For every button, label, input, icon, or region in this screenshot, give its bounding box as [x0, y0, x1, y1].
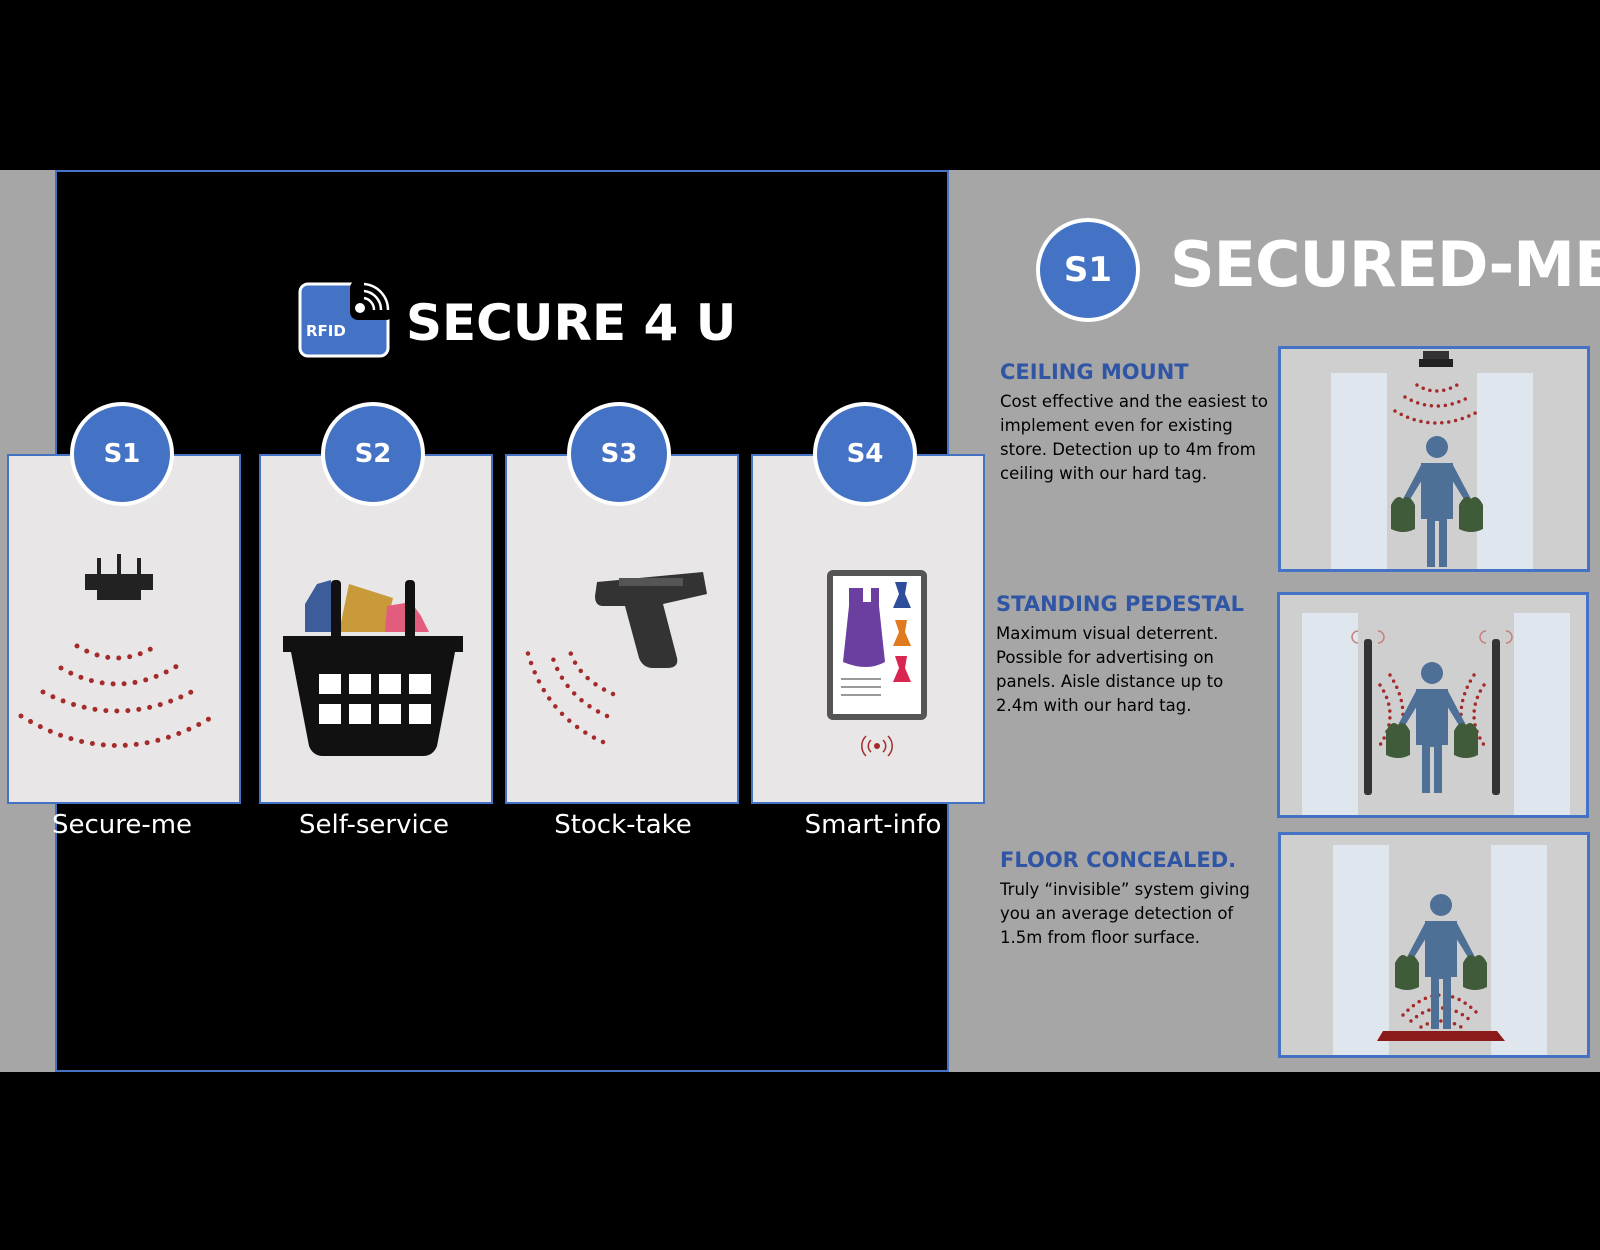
- detail-badge: S1: [1036, 218, 1140, 322]
- feature-title-standing-pedestal: STANDING PEDESTAL: [996, 592, 1244, 616]
- floor-scene-icon: [1333, 845, 1547, 1055]
- card-badge: S1: [70, 402, 174, 506]
- feature-desc-ceiling-mount: Cost effective and the easiest to implem…: [1000, 392, 1268, 483]
- card-secure-me[interactable]: [7, 454, 241, 804]
- feature-title-ceiling-mount: CEILING MOUNT: [1000, 360, 1189, 384]
- slide: RFID SECURE 4 U S1 Secure-me: [0, 170, 1600, 1072]
- shopping-basket-icon: [283, 580, 463, 756]
- floor-concealed-scene: [1278, 832, 1590, 1058]
- card-label: Self-service: [299, 810, 449, 840]
- handheld-scanner-icon: [524, 572, 707, 745]
- card-label: Smart-info: [804, 810, 942, 840]
- rfid-badge-text: RFID: [306, 322, 346, 340]
- card-label: Secure-me: [51, 810, 193, 840]
- card-stock-take[interactable]: [505, 454, 739, 804]
- feature-desc-standing-pedestal: Maximum visual deterrent. Possible for a…: [996, 624, 1224, 715]
- ceiling-mount-scene: [1278, 346, 1590, 572]
- pedestal-scene-icon: [1302, 613, 1570, 815]
- card-label: Stock-take: [554, 810, 692, 840]
- card-smart-info[interactable]: [751, 454, 985, 804]
- feature-desc-floor-concealed: Truly “invisible” system giving you an a…: [1000, 880, 1250, 947]
- standing-pedestal-scene: [1277, 592, 1589, 818]
- detail-title: SECURED-ME: [1170, 228, 1600, 301]
- rfid-tag-icon: RFID: [298, 282, 392, 358]
- card-self-service[interactable]: [259, 454, 493, 804]
- card-badge: S2: [321, 402, 425, 506]
- feature-title-floor-concealed: FLOOR CONCEALED.: [1000, 848, 1237, 872]
- ceiling-mount-scene-icon: [1331, 351, 1533, 569]
- card-badge: S3: [567, 402, 671, 506]
- ceiling-antenna-icon: [18, 554, 220, 748]
- brand-title: SECURE 4 U: [406, 294, 737, 352]
- card-badge: S4: [813, 402, 917, 506]
- smart-display-icon: [827, 570, 927, 757]
